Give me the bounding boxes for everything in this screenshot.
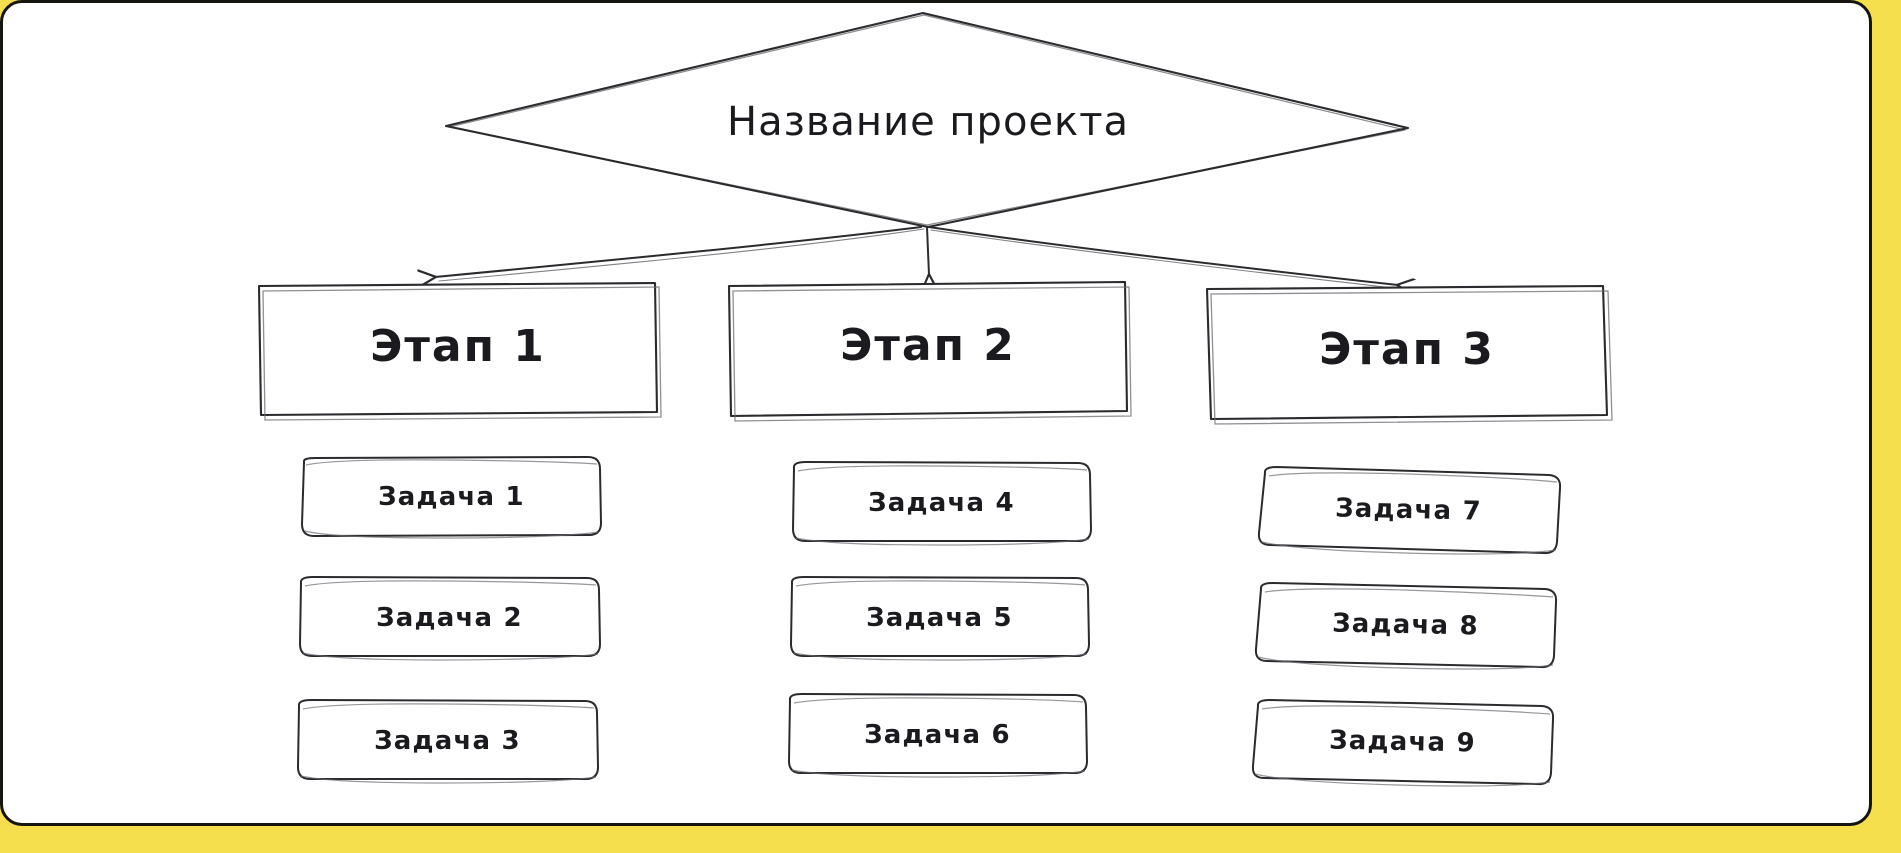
connector-root-to-stage-3 [928, 226, 1402, 289]
connector-root-to-stage-1 [435, 226, 925, 281]
task-box-6-shape[interactable] [788, 693, 1088, 778]
task-box-1-shape[interactable] [301, 456, 602, 539]
task-box-2-shape[interactable] [299, 576, 601, 661]
task-box-9-shape[interactable] [1251, 699, 1555, 787]
root-diamond-shape [444, 11, 1410, 229]
stage-box-2-shape[interactable] [727, 280, 1132, 422]
task-box-5-shape[interactable] [790, 576, 1090, 661]
stage-box-3-shape[interactable] [1205, 284, 1613, 425]
stage-box-1-shape[interactable] [257, 281, 662, 421]
task-box-8-shape[interactable] [1254, 582, 1558, 670]
whiteboard-card: Название проекта Этап 1 Этап 2 Этап 3 За… [0, 0, 1872, 826]
task-box-4-shape[interactable] [792, 461, 1092, 546]
connector-root-to-stage-2 [927, 226, 929, 275]
task-box-7-shape[interactable] [1257, 466, 1562, 555]
task-box-3-shape[interactable] [297, 699, 599, 784]
diagram-canvas [257, 11, 1613, 787]
